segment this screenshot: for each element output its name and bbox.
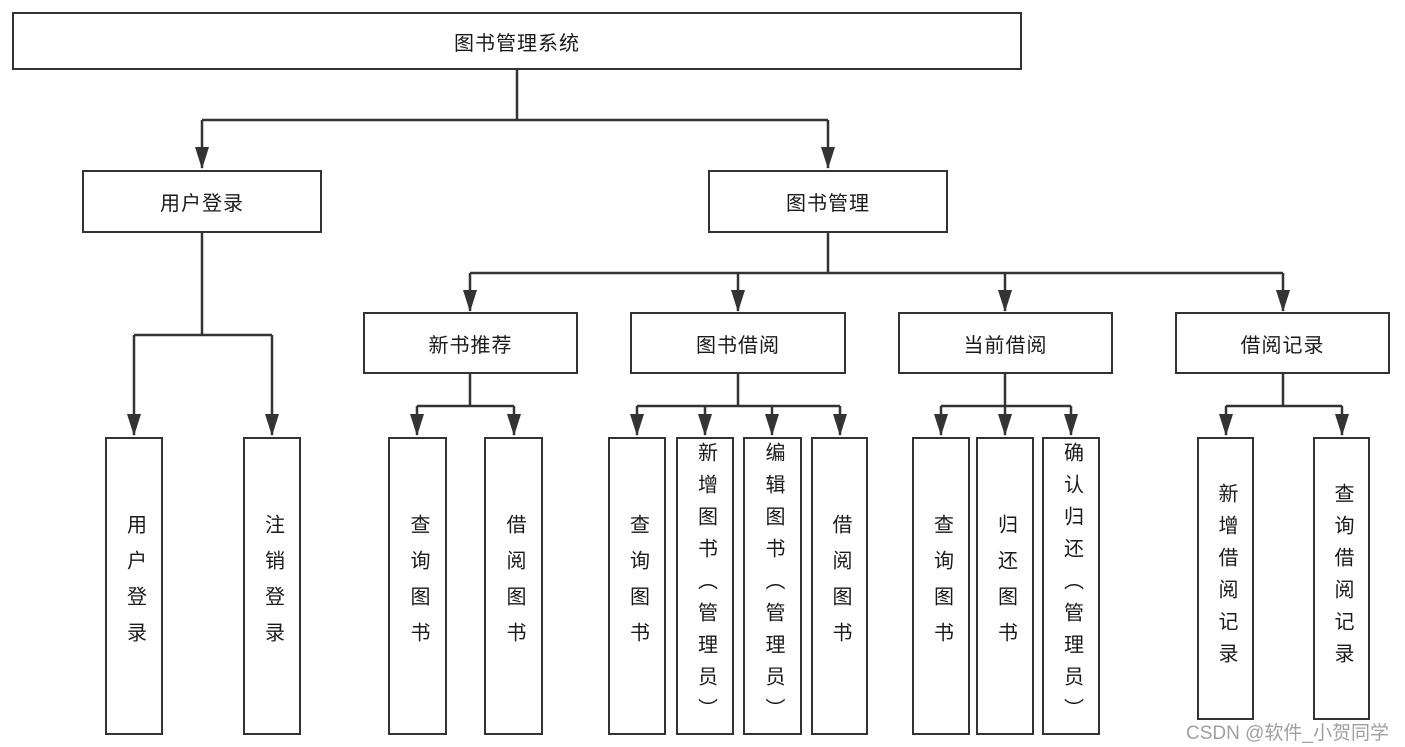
- leaf-user-login-label: 用户登录: [123, 514, 146, 658]
- leaf-add-book-admin-label: 新增图书（管理员）: [694, 442, 717, 730]
- leaf-current-query-books: 查询图书: [912, 437, 970, 735]
- leaf-query-borrow-record-label: 查询借阅记录: [1331, 482, 1353, 675]
- leaf-logout: 注销登录: [243, 437, 301, 735]
- leaf-confirm-return-admin: 确认归还（管理员）: [1042, 437, 1100, 735]
- watermark: CSDN @软件_小贺同学: [1186, 723, 1389, 744]
- leaf-return-book-label: 归还图书: [994, 514, 1017, 658]
- node-borrow-records-label: 借阅记录: [1240, 334, 1325, 357]
- leaf-confirm-return-admin-label: 确认归还（管理员）: [1060, 442, 1083, 730]
- leaf-borrow-borrow-books-label: 借阅图书: [829, 514, 851, 658]
- leaf-add-borrow-record: 新增借阅记录: [1197, 437, 1254, 720]
- leaf-newbook-borrow-books-label: 借阅图书: [503, 514, 525, 658]
- node-book-borrow: 图书借阅: [630, 312, 846, 374]
- node-book-mgmt: 图书管理: [708, 170, 948, 233]
- node-new-book-recommend-label: 新书推荐: [428, 334, 513, 357]
- leaf-user-login: 用户登录: [105, 437, 163, 735]
- leaf-add-borrow-record-label: 新增借阅记录: [1215, 482, 1237, 675]
- leaf-logout-label: 注销登录: [261, 514, 284, 658]
- leaf-current-query-books-label: 查询图书: [930, 514, 953, 658]
- node-root-label: 图书管理系统: [454, 32, 580, 55]
- node-current-borrow-label: 当前借阅: [963, 334, 1048, 357]
- leaf-newbook-query-books-label: 查询图书: [407, 514, 429, 658]
- leaf-newbook-borrow-books: 借阅图书: [484, 437, 543, 735]
- leaf-edit-book-admin-label: 编辑图书（管理员）: [762, 442, 784, 730]
- node-book-mgmt-label: 图书管理: [786, 193, 870, 215]
- leaf-edit-book-admin: 编辑图书（管理员）: [743, 437, 802, 735]
- node-current-borrow: 当前借阅: [898, 312, 1113, 374]
- leaf-newbook-query-books: 查询图书: [388, 437, 447, 735]
- node-root: 图书管理系统: [12, 12, 1022, 70]
- node-new-book-recommend: 新书推荐: [363, 312, 578, 374]
- node-user-login: 用户登录: [82, 170, 322, 233]
- node-book-borrow-label: 图书借阅: [696, 334, 780, 357]
- leaf-query-borrow-record: 查询借阅记录: [1313, 437, 1370, 720]
- node-user-login-label: 用户登录: [160, 193, 244, 215]
- leaf-add-book-admin: 新增图书（管理员）: [676, 437, 734, 735]
- leaf-return-book: 归还图书: [976, 437, 1034, 735]
- node-borrow-records: 借阅记录: [1175, 312, 1390, 374]
- leaf-borrow-query-books-label: 查询图书: [626, 514, 649, 658]
- leaf-borrow-borrow-books: 借阅图书: [811, 437, 868, 735]
- leaf-borrow-query-books: 查询图书: [608, 437, 666, 735]
